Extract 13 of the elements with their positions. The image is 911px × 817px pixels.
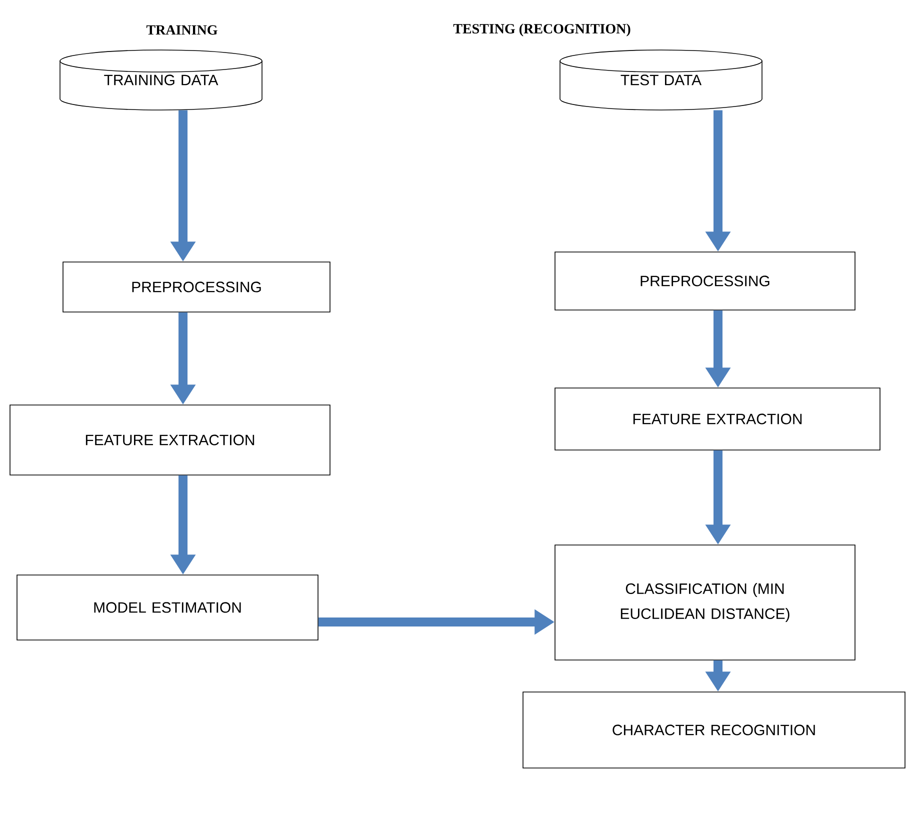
- process-box: FEATURE EXTRACTION: [10, 404, 330, 476]
- database-cylinder: TRAINING DATA: [60, 50, 262, 110]
- process-box: CHARACTER RECOGNITION: [522, 692, 906, 768]
- process-box: PREPROCESSING: [554, 252, 856, 310]
- process-box: CLASSIFICATION (MIN EUCLIDEAN DISTANCE): [554, 544, 856, 660]
- process-box: FEATURE EXTRACTION: [554, 388, 880, 450]
- process-box: PREPROCESSING: [62, 262, 330, 312]
- process-box: MODEL ESTIMATION: [16, 574, 318, 640]
- database-cylinder: TEST DATA: [560, 50, 762, 110]
- node-label: TEST DATA: [620, 74, 702, 86]
- column-heading: TESTING (RECOGNITION): [453, 24, 630, 36]
- node-label: TRAINING DATA: [104, 74, 218, 86]
- column-heading: TRAINING: [146, 25, 218, 35]
